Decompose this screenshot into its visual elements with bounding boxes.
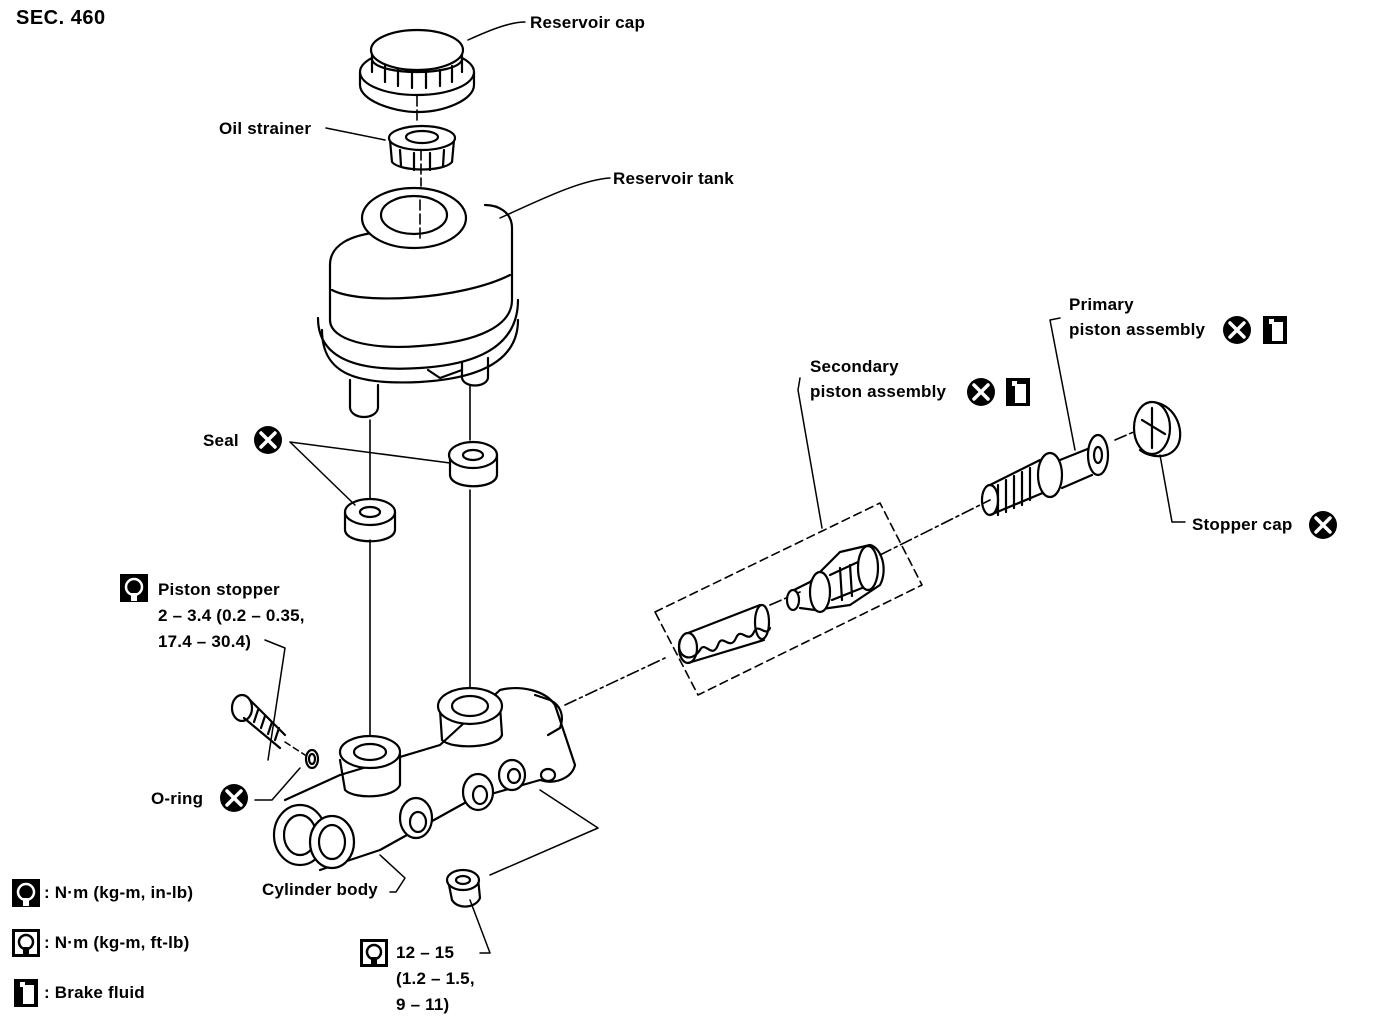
piston-stopper-torque-line2: 17.4 – 30.4) [158,632,252,651]
label-cylinder-body: Cylinder body [262,880,378,899]
cylinder-body-part [272,686,577,872]
legend-ft-lb: : N·m (kg-m, ft-lb) [44,933,190,952]
torque-ft-lb-icon-legend [12,929,40,957]
label-stopper-cap: Stopper cap [1192,515,1293,534]
reservoir-tank-part [316,186,520,419]
nut-torque-line2: (1.2 – 1.5, [396,969,475,988]
piston-stopper-bolt [230,693,287,750]
nut-torque-line3: 9 – 11) [396,995,450,1014]
primary-piston-part [980,433,1110,517]
torque-ft-lb-icon-nut [360,939,388,967]
do-not-reuse-icon-seal [252,424,284,456]
label-reservoir-tank: Reservoir tank [613,169,734,188]
do-not-reuse-icon-o-ring [218,782,250,814]
label-reservoir-cap: Reservoir cap [530,13,646,32]
o-ring-part [304,748,320,770]
brake-fluid-icon-secondary-piston [1006,378,1030,406]
label-secondary-piston-line2: piston assembly [810,382,947,401]
do-not-reuse-icon-stopper-cap [1307,509,1339,541]
seal-part-left [343,497,397,543]
nut-torque-line1: 12 – 15 [396,943,455,962]
legend-in-lb: : N·m (kg-m, in-lb) [44,883,194,902]
piston-stopper-torque-line1: 2 – 3.4 (0.2 – 0.35, [158,606,305,625]
secondary-piston-spring [677,603,772,665]
secondary-piston-body [785,543,885,614]
legend-brake-fluid: : Brake fluid [44,983,145,1002]
label-secondary-piston-line1: Secondary [810,357,899,376]
label-seal: Seal [203,431,239,450]
label-piston-stopper: Piston stopper [158,580,280,599]
brake-fluid-icon-legend [14,979,38,1007]
label-oil-strainer: Oil strainer [219,119,312,138]
mounting-nut-part [445,868,482,908]
do-not-reuse-icon-secondary-piston [965,376,997,408]
brake-fluid-icon-primary-piston [1263,316,1287,344]
reservoir-cap-part [358,28,476,114]
label-primary-piston-line2: piston assembly [1069,320,1206,339]
torque-in-lb-icon-legend [12,879,40,907]
label-o-ring: O-ring [151,789,204,808]
torque-in-lb-icon-piston-stopper [120,574,148,602]
label-primary-piston-line1: Primary [1069,295,1134,314]
do-not-reuse-icon-primary-piston [1221,314,1253,346]
oil-strainer-part [387,124,457,172]
section-title: SEC. 460 [16,7,106,29]
stopper-cap-part [1132,400,1182,458]
seal-part-right [447,440,499,488]
